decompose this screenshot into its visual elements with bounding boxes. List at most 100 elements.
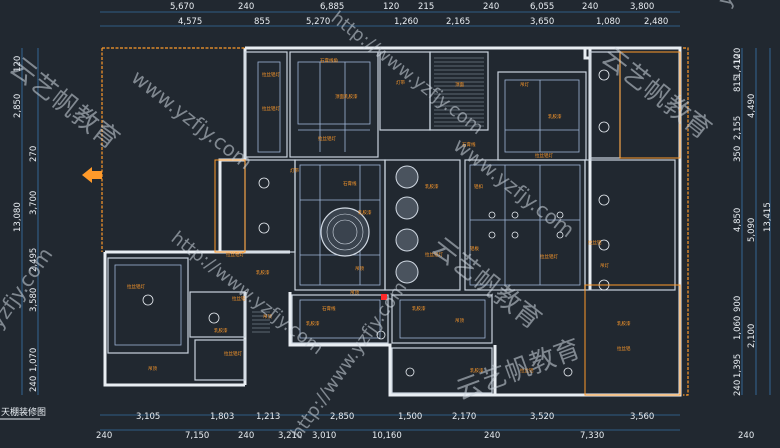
downlights (142, 69, 610, 377)
top-dim-row2-8: 2,480 (644, 17, 668, 27)
svg-text:乳胶漆: 乳胶漆 (214, 327, 228, 334)
svg-text:乳胶漆: 乳胶漆 (306, 320, 320, 327)
bottom-dim-7: 3,520 (530, 412, 554, 422)
left-dim-7: 3,580 (29, 288, 39, 312)
right-dim-10: 900 (733, 296, 743, 312)
svg-text:拉丝铝灯: 拉丝铝灯 (540, 253, 558, 260)
left-dim-6: 2,495 (29, 248, 39, 272)
bottom-dim-6: 2,170 (452, 412, 476, 422)
svg-text:拉丝铝: 拉丝铝 (520, 367, 534, 374)
top-dim-row2-4: 1,260 (394, 17, 418, 27)
right-dim-3: 1,410 (733, 54, 743, 78)
bottom-dim-row2-4: 3,210 (278, 431, 302, 441)
svg-text:乳胶漆: 乳胶漆 (617, 320, 631, 327)
svg-text:拉丝铝: 拉丝铝 (232, 295, 246, 302)
annotation-tags: 拉丝铝灯 拉丝铝灯 石膏线角 顶面乳胶漆 拉丝铝灯 灯带 顶面 石膏线 吊灯 乳… (127, 57, 631, 374)
right-dim-7: 5,090 (747, 218, 757, 242)
svg-text:拉丝铝灯: 拉丝铝灯 (425, 251, 443, 258)
right-dim-11: 1,060 (733, 316, 743, 340)
svg-text:拉丝铝灯: 拉丝铝灯 (318, 135, 336, 142)
bottom-dim-row2-7: 240 (484, 431, 500, 441)
right-dim-4: 4,490 (747, 94, 757, 118)
bottom-dim-row2-5: 3,010 (312, 431, 336, 441)
right-dim-8: 13,415 (763, 202, 773, 232)
bottom-dim-row2-1: 240 (96, 431, 112, 441)
svg-text:吊顶: 吊顶 (355, 266, 364, 272)
right-dim-13: 1,395 (733, 354, 743, 378)
balcony-outlines (101, 47, 689, 396)
svg-text:吊灯: 吊灯 (600, 262, 609, 269)
svg-text:顶面: 顶面 (455, 82, 464, 88)
svg-text:拉丝铝: 拉丝铝 (588, 239, 602, 246)
right-dim-2: 815 (733, 76, 743, 92)
svg-text:乳胶漆: 乳胶漆 (256, 269, 270, 276)
marker (381, 294, 387, 300)
left-dim-3: 270 (29, 146, 39, 162)
svg-text:拉丝铝: 拉丝铝 (617, 345, 631, 352)
svg-text:石膏线: 石膏线 (343, 180, 357, 187)
bottom-dim-3: 1,213 (256, 412, 280, 422)
left-dimensions: 120 2,850 270 13,080 3,700 2,495 3,580 1… (13, 56, 39, 392)
bottom-dim-1: 3,105 (136, 412, 160, 422)
svg-text:吊灯: 吊灯 (520, 81, 529, 88)
top-dim-7: 6,055 (530, 2, 554, 12)
left-dim-5: 3,700 (29, 191, 39, 215)
top-dim-row2-2: 855 (254, 17, 270, 27)
svg-text:乳胶漆: 乳胶漆 (425, 183, 439, 190)
bottom-dim-4: 2,850 (330, 412, 354, 422)
svg-text:石膏线: 石膏线 (462, 141, 476, 148)
drawing-title: 天棚装修图 (1, 406, 46, 418)
bottom-dim-row2-3: 240 (238, 431, 254, 441)
top-dim-9: 3,800 (630, 2, 654, 12)
right-dim-5: 2,155 (733, 116, 743, 140)
svg-text:吊顶: 吊顶 (455, 318, 464, 324)
bottom-dim-row2-6: 10,160 (372, 431, 402, 441)
left-dim-4: 13,080 (13, 202, 23, 232)
top-dim-row2-3: 5,270 (306, 17, 330, 27)
svg-text:顶面乳胶漆: 顶面乳胶漆 (335, 93, 358, 100)
dimension-lines (21, 11, 771, 431)
right-dimensions: 120 815 1,410 4,490 2,155 350 5,090 13,4… (733, 48, 773, 396)
svg-text:拉丝铝灯: 拉丝铝灯 (262, 105, 280, 112)
right-dim-1: 120 (733, 48, 743, 64)
left-dim-8: 1,070 (29, 348, 39, 372)
svg-text:乳胶漆: 乳胶漆 (548, 113, 562, 120)
top-dim-2: 240 (238, 2, 254, 12)
top-dim-row2-5: 2,165 (446, 17, 470, 27)
entry-arrow-icon (82, 167, 102, 183)
bottom-dim-row2-2: 7,150 (185, 431, 209, 441)
svg-text:乳胶漆: 乳胶漆 (358, 209, 372, 216)
svg-text:吊顶: 吊顶 (263, 314, 272, 320)
top-dim-row2-7: 1,080 (596, 17, 620, 27)
top-dim-1: 5,670 (170, 2, 194, 12)
bottom-dim-row2-9: 240 (738, 431, 754, 441)
svg-text:拉丝铝灯: 拉丝铝灯 (262, 71, 280, 78)
svg-text:吊顶: 吊顶 (148, 366, 157, 372)
right-dim-9: 4,850 (733, 208, 743, 232)
left-dim-1: 120 (13, 56, 23, 72)
top-dim-row2-1: 4,575 (178, 17, 202, 27)
svg-text:灯带: 灯带 (290, 167, 299, 174)
top-dim-6: 240 (483, 2, 499, 12)
right-dim-6: 350 (733, 146, 743, 162)
bottom-dim-5: 1,500 (398, 412, 422, 422)
svg-text:石膏线: 石膏线 (322, 305, 336, 312)
svg-text:拉丝铝灯: 拉丝铝灯 (127, 283, 145, 290)
pendant-lamps (395, 165, 419, 284)
svg-text:乳胶漆: 乳胶漆 (412, 305, 426, 312)
partitions (107, 51, 676, 394)
round-ceiling-feature (320, 207, 370, 257)
left-dim-9: 240 (29, 376, 39, 392)
stair (252, 57, 484, 333)
top-dim-8: 240 (582, 2, 598, 12)
svg-text:拉丝铝灯: 拉丝铝灯 (535, 152, 553, 159)
top-dim-4: 120 (383, 2, 399, 12)
top-dimensions: 5,670 240 6,885 120 215 240 6,055 240 3,… (170, 2, 668, 27)
bottom-dim-8: 3,560 (630, 412, 654, 422)
right-dim-14: 240 (733, 380, 743, 396)
top-dim-5: 215 (418, 2, 434, 12)
svg-text:拉丝铝灯: 拉丝铝灯 (224, 350, 242, 357)
svg-text:石膏线角: 石膏线角 (320, 57, 338, 64)
svg-text:铝扣: 铝扣 (474, 183, 483, 190)
